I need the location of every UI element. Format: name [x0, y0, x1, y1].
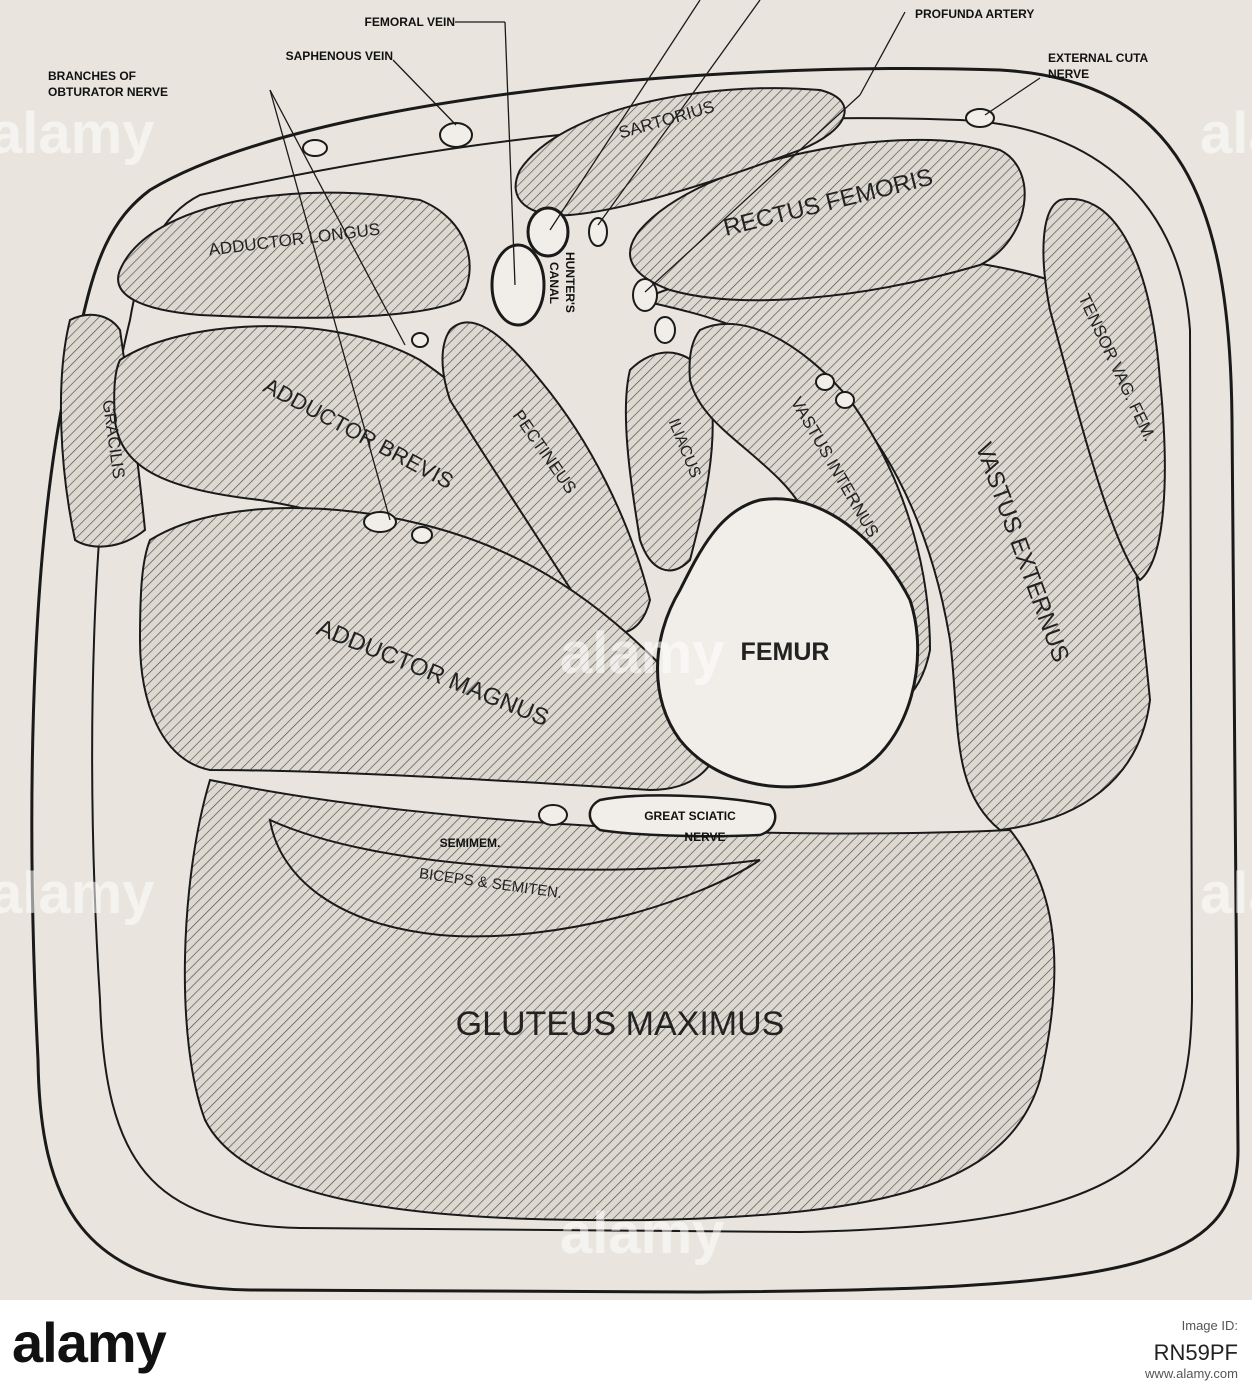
vessel-profunda-vein — [654, 316, 676, 344]
vessel-obturator-branch — [411, 332, 429, 348]
label-obturator-nerve: OBTURATOR NERVE — [48, 85, 168, 99]
footer-logo[interactable]: alamy — [12, 1311, 167, 1374]
cross-section-figure: FEMORAL VEIN SAPHENOUS VEIN BRANCHES OF … — [0, 0, 1252, 1294]
vessel-sciatic-small — [538, 804, 568, 826]
label-branches-of: BRANCHES OF — [48, 69, 136, 83]
footer-bar: alamy Image ID: RN59PF www.alamy.com — [0, 1300, 1252, 1390]
footer-url[interactable]: www.alamy.com — [1145, 1366, 1238, 1381]
footer-image-id: RN59PF — [1153, 1340, 1238, 1365]
vessel-small-left — [302, 139, 328, 157]
muscle-adductor-longus — [117, 191, 471, 319]
label-sciatic-nerve: NERVE — [684, 830, 725, 844]
thigh-cross-section-diagram: FEMORAL VEIN SAPHENOUS VEIN BRANCHES OF … — [30, 0, 1240, 1294]
muscle-adductor-magnus — [138, 507, 722, 792]
muscle-pectineus — [441, 321, 652, 635]
watermark: alamy — [0, 861, 155, 926]
label-great-sciatic: GREAT SCIATIC — [644, 809, 736, 823]
vessel-adductor-pair-1 — [363, 511, 397, 533]
vessel-femoral-artery — [526, 206, 570, 258]
label-femur: FEMUR — [741, 638, 830, 666]
label-canal: CANAL — [547, 262, 561, 304]
watermark: alamy — [1200, 861, 1252, 926]
label-profunda-artery: PROFUNDA ARTERY — [915, 7, 1034, 21]
vessel-femoral-vein — [490, 243, 546, 327]
label-semimem: SEMIMEM. — [440, 836, 501, 850]
muscle-biceps-semiten — [268, 818, 761, 938]
label-external-cuta: EXTERNAL CUTA — [1048, 51, 1149, 65]
watermark: alamy — [560, 1201, 725, 1266]
vessel-vastus-pair-1 — [815, 373, 835, 391]
watermark: alamy — [0, 101, 155, 166]
vessel-adductor-pair-2 — [411, 526, 433, 544]
muscle-rectus-femoris — [629, 138, 1026, 302]
footer-image-id-label: Image ID: — [1181, 1318, 1238, 1333]
label-hunters: HUNTER'S — [563, 252, 577, 313]
vessel-saphenous-vein — [439, 122, 473, 148]
label-saphenous-vein: SAPHENOUS VEIN — [286, 49, 393, 63]
label-femoral-vein: FEMORAL VEIN — [365, 15, 455, 29]
leader-lines — [269, 0, 1041, 521]
watermark: alamy — [560, 621, 725, 686]
femur-bone — [656, 497, 920, 789]
label-external-cuta-nerve: NERVE — [1048, 67, 1089, 81]
vessel-vastus-pair-2 — [835, 391, 855, 409]
vessel-hunters-canal-nerve — [588, 217, 608, 247]
great-sciatic-nerve-shape — [588, 794, 777, 838]
muscle-tensor-vag-fem — [1042, 197, 1166, 582]
label-gluteus-maximus: GLUTEUS MAXIMUS — [456, 1005, 785, 1043]
watermark: alamy — [1200, 101, 1252, 166]
